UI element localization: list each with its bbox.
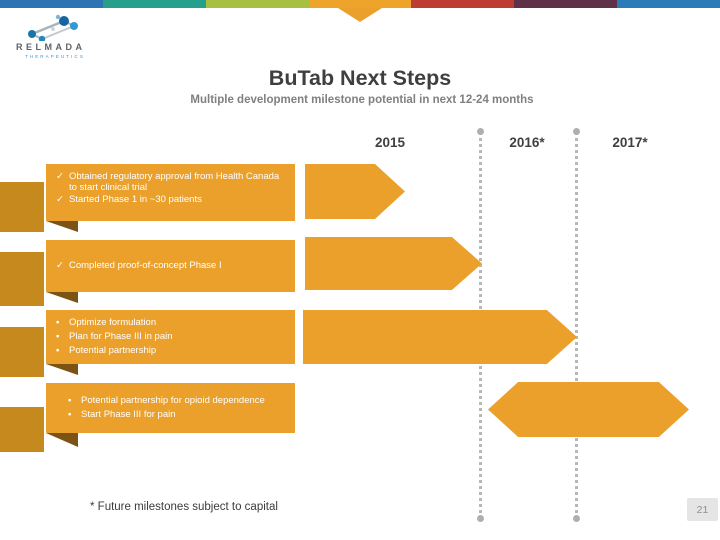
check-icon: ✓ [56,193,64,205]
square-bullet-icon: ▪ [68,409,72,420]
top-color-bar [0,0,720,8]
milestone-1-item-1: ✓ Obtained regulatory approval from Heal… [56,171,289,194]
milestone-3-left-tab [0,327,44,377]
milestone-2-item-1: ✓ Completed proof-of-concept Phase I [56,260,289,271]
milestone-item-text: Optimize formulation [69,317,157,329]
slide-title: BuTab Next Steps [268,66,452,90]
square-bullet-icon: ▪ [56,317,60,329]
square-bullet-icon: ▪ [56,344,60,356]
slide-subtitle: Multiple development milestone potential… [190,94,534,106]
bar-segment-plum [514,0,618,8]
square-bullet-icon: ▪ [56,331,60,343]
milestone-1-box: ✓ Obtained regulatory approval from Heal… [46,164,295,221]
page-number-badge: 21 [687,498,718,521]
milestone-3-item-3: ▪ Potential partnership [56,344,289,358]
bar-segment-blue [0,0,103,8]
milestone-item-text: Start Phase III for pain [81,409,176,420]
milestone-2-left-tab [0,252,44,306]
bar-segment-teal [102,0,206,8]
orange-notch-triangle [338,8,382,22]
bar-segment-blue2 [617,0,720,8]
molecule-icon [28,14,78,41]
milestone-4-box: ▪ Potential partnership for opioid depen… [46,383,295,433]
logo-tagline: THERAPEUTICS [25,54,85,59]
bar-segment-orange [308,0,412,8]
milestone-1-item-2: ✓ Started Phase 1 in ~30 patients [56,194,289,205]
milestone-2-arrow [305,237,482,290]
milestone-item-text: Completed proof-of-concept Phase I [69,260,222,272]
milestone-1-arrow [305,164,405,219]
milestone-item-text: Started Phase 1 in ~30 patients [69,193,202,205]
milestone-3-fold-shadow [46,364,78,375]
milestone-4-item-1: ▪ Potential partnership for opioid depen… [68,394,289,408]
milestone-4-double-arrow [488,382,689,437]
year-label-2015: 2015 [374,135,406,150]
milestone-4-item-2: ▪ Start Phase III for pain [68,408,289,422]
year-label-2017: 2017* [612,135,648,150]
square-bullet-icon: ▪ [68,395,72,407]
bar-segment-red [411,0,515,8]
milestone-1-left-tab [0,182,44,232]
milestone-3-item-1: ▪ Optimize formulation [56,316,289,330]
milestone-item-text: Potential partnership [69,344,157,356]
year-label-2016: 2016* [509,135,545,150]
milestone-4-fold-shadow [46,433,78,447]
milestone-item-text: Obtained regulatory approval from Health… [69,171,280,194]
timeline-divider-2 [573,128,580,522]
milestone-1-fold-shadow [46,221,78,232]
milestone-item-text: Plan for Phase III in pain [69,331,173,343]
milestone-2-box: ✓ Completed proof-of-concept Phase I [46,240,295,292]
check-icon: ✓ [56,260,64,272]
logo-name: RELMADA [16,42,86,52]
milestone-2-fold-shadow [46,292,78,303]
milestone-item-text: Potential partnership for opioid depende… [81,395,265,407]
bar-segment-green [205,0,309,8]
company-logo: RELMADA THERAPEUTICS [16,14,116,59]
check-icon: ✓ [56,171,64,182]
footnote: * Future milestones subject to capital [90,501,278,513]
milestone-3-item-2: ▪ Plan for Phase III in pain [56,330,289,344]
milestone-3-arrow [303,310,577,364]
milestone-4-left-tab [0,407,44,452]
milestone-3-box: ▪ Optimize formulation ▪ Plan for Phase … [46,310,295,364]
